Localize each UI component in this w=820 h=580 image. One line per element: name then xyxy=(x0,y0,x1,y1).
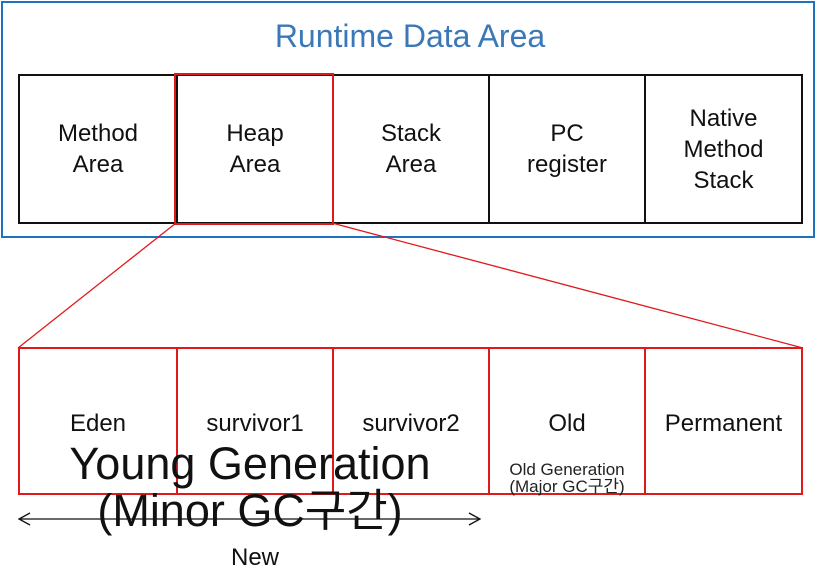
old-generation-label: Old Generation (Major GC구간) xyxy=(509,460,625,496)
runtime-data-area-frame xyxy=(1,1,815,238)
survivor1-label: survivor1 xyxy=(206,409,304,437)
new-label: New xyxy=(230,544,279,571)
native-method-stack-cell: Native Method Stack xyxy=(644,74,803,224)
arrow-head-right xyxy=(468,512,482,526)
survivor2-label: survivor2 xyxy=(362,409,460,437)
young-generation-label: Young Generation (Minor GC구간) xyxy=(69,438,431,536)
arrow-head-left xyxy=(17,512,31,526)
runtime-data-area-title: Runtime Data Area xyxy=(274,18,546,54)
heap-area-highlight xyxy=(174,73,334,225)
connector-line-left xyxy=(17,222,177,349)
permanent-label: Permanent xyxy=(664,409,783,437)
old-label: Old xyxy=(548,409,586,437)
permanent-cell: Permanent xyxy=(644,347,803,495)
eden-label: Eden xyxy=(69,409,127,437)
connector-line-right xyxy=(331,222,804,349)
method-area-cell: Method Area xyxy=(18,74,178,224)
